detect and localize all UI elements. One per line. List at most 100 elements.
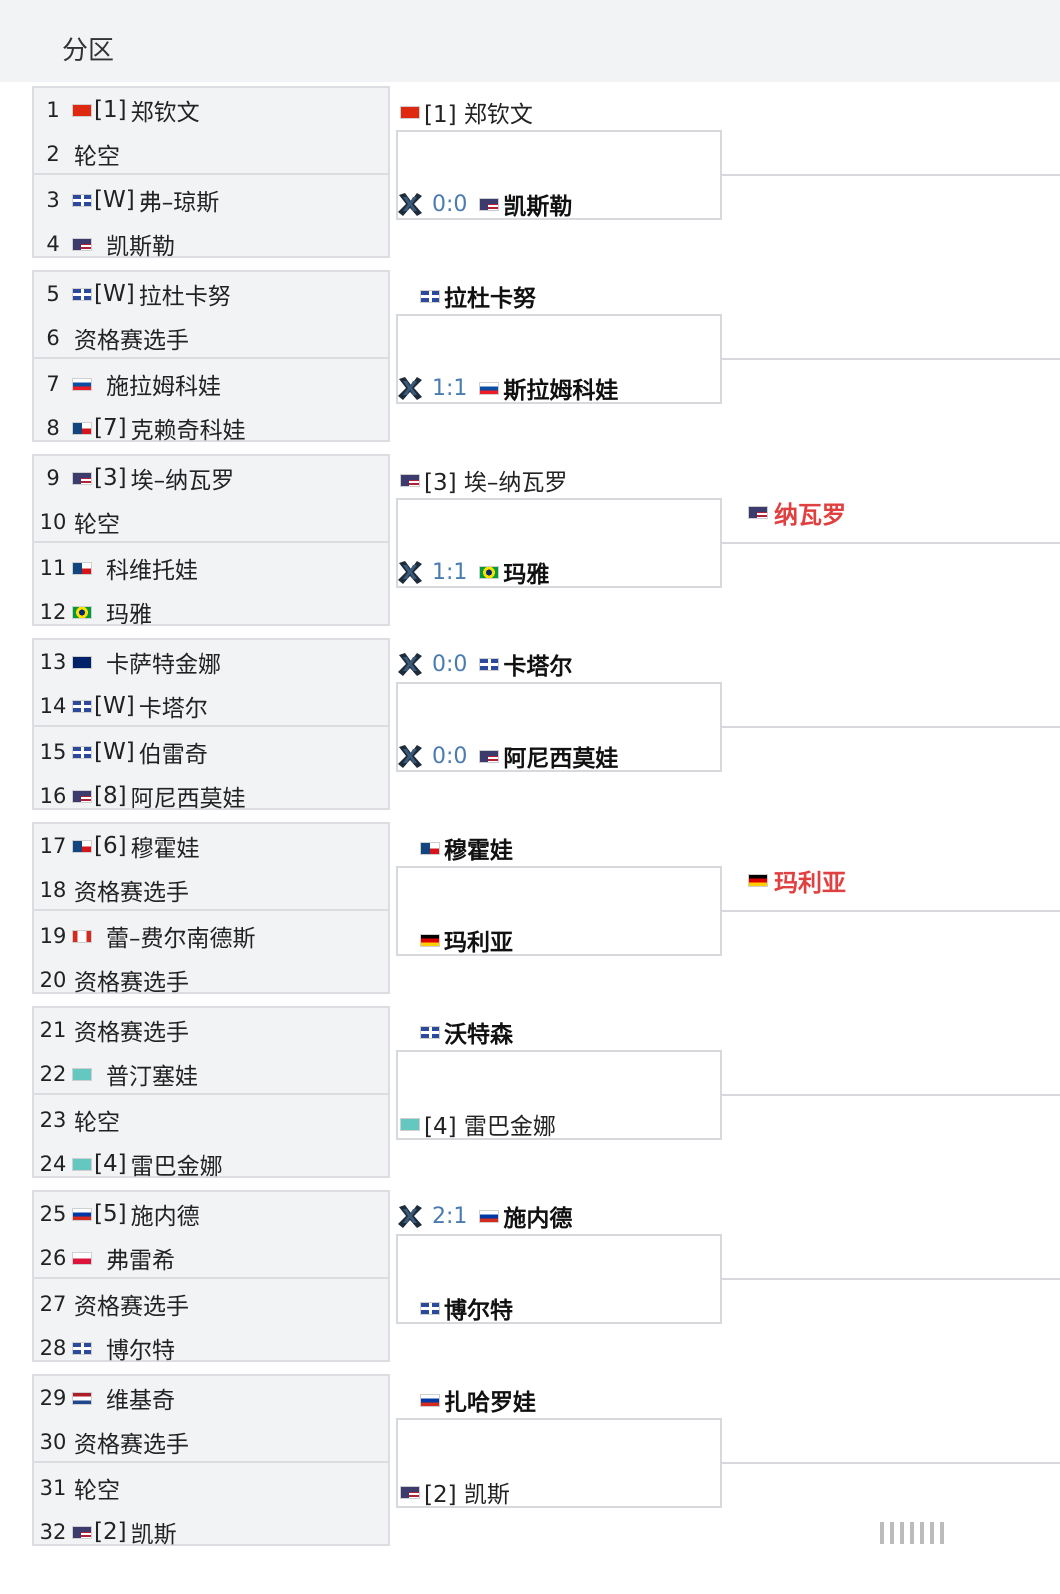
slot-number: 10 xyxy=(39,510,67,534)
flag-gb-icon xyxy=(420,289,440,303)
draw-slot[interactable]: 3[W]弗–琼斯 xyxy=(34,178,388,222)
divider xyxy=(34,173,388,175)
flag-kz-icon xyxy=(400,1117,420,1131)
player-name: 资格赛选手 xyxy=(74,970,189,996)
draw-slot[interactable]: 9[3]埃–纳瓦罗 xyxy=(34,456,388,500)
flag-slot xyxy=(70,561,94,575)
draw-slot[interactable]: 8[7]克赖奇科娃 xyxy=(34,406,388,450)
flag-de-icon xyxy=(420,933,440,947)
player-name: 凯斯 xyxy=(130,1522,177,1548)
slot-number: 30 xyxy=(39,1430,67,1454)
player-name: 资格赛选手 xyxy=(74,1294,189,1320)
slot-number: 31 xyxy=(39,1476,67,1500)
round3-winner[interactable]: 玛利亚 xyxy=(748,862,846,898)
round3-connector xyxy=(722,1462,1060,1464)
round2-entry[interactable]: 博尔特 xyxy=(396,1288,513,1328)
round2-entry[interactable]: [3] 埃–纳瓦罗 xyxy=(396,460,567,500)
player-name: [1] 郑钦文 xyxy=(424,102,533,128)
draw-slot[interactable]: 32[2]凯斯 xyxy=(34,1510,388,1554)
round2-entry[interactable]: [2] 凯斯 xyxy=(396,1472,510,1512)
round2-entry[interactable]: 穆霍娃 xyxy=(396,828,513,868)
round2-entry[interactable]: 沃特森 xyxy=(396,1012,513,1052)
flag-gb-icon xyxy=(72,699,92,713)
draw-slot[interactable]: 24[4]雷巴金娜 xyxy=(34,1142,388,1186)
flag-ru-icon xyxy=(479,1209,500,1223)
round3-winner[interactable]: 纳瓦罗 xyxy=(748,494,846,530)
draw-slot[interactable]: 16[8]阿尼西莫娃 xyxy=(34,774,388,818)
player-name: 玛雅 xyxy=(503,562,550,588)
slot-number: 32 xyxy=(39,1520,67,1544)
flag-pl-icon xyxy=(72,1251,92,1265)
round3-connector xyxy=(722,1278,1060,1280)
slot-number: 24 xyxy=(39,1152,67,1176)
draw-slot[interactable]: 25[5]施内德 xyxy=(34,1192,388,1236)
draw-slot[interactable]: 15[W]伯雷奇 xyxy=(34,730,388,774)
slot-number: 28 xyxy=(39,1336,67,1360)
player-name: 轮空 xyxy=(74,144,120,170)
round2-entry[interactable]: [4] 雷巴金娜 xyxy=(396,1104,556,1144)
flag-gb-icon xyxy=(72,745,92,759)
flag-slot xyxy=(70,103,94,117)
round2-entry[interactable]: 玛利亚 xyxy=(396,920,513,960)
player-name: 施内德 xyxy=(130,1204,200,1230)
divider xyxy=(34,357,388,359)
player-name: 维基奇 xyxy=(106,1388,175,1414)
flag-slot xyxy=(70,605,94,619)
draw-slot[interactable]: 1[1]郑钦文 xyxy=(34,88,388,132)
scroll-indicator[interactable] xyxy=(880,1520,1020,1546)
player-name: 普汀塞娃 xyxy=(106,1064,198,1090)
round2-entry[interactable]: 扎哈罗娃 xyxy=(396,1380,536,1420)
round2-entry[interactable]: [1] 郑钦文 xyxy=(396,92,533,132)
flag-slot xyxy=(70,929,94,943)
flag-kz-icon xyxy=(72,1067,92,1081)
flag-au-icon xyxy=(72,655,92,669)
draw-slot[interactable]: 14[W]卡塔尔 xyxy=(34,684,388,728)
player-name: 资格赛选手 xyxy=(74,1020,189,1046)
player-name: 拉杜卡努 xyxy=(444,286,536,312)
flag-gb-icon xyxy=(479,657,500,671)
flag-us-icon xyxy=(400,473,420,487)
seed-label: [5] xyxy=(94,1201,127,1227)
player-name: 卡萨特金娜 xyxy=(106,652,221,678)
player-name: 弗–琼斯 xyxy=(138,190,220,216)
match-status-icon xyxy=(398,561,422,584)
player-name: 博尔特 xyxy=(444,1298,513,1324)
draw-slot[interactable]: 17[6]穆霍娃 xyxy=(34,824,388,868)
slot-number: 14 xyxy=(39,694,67,718)
seed-label: [7] xyxy=(94,415,127,441)
draw-slot[interactable]: 5[W]拉杜卡努 xyxy=(34,272,388,316)
flag-gb-icon xyxy=(72,1341,92,1355)
slot-number: 11 xyxy=(39,556,67,580)
flag-slot xyxy=(70,1157,94,1171)
round2-entry[interactable]: 拉杜卡努 xyxy=(396,276,536,316)
